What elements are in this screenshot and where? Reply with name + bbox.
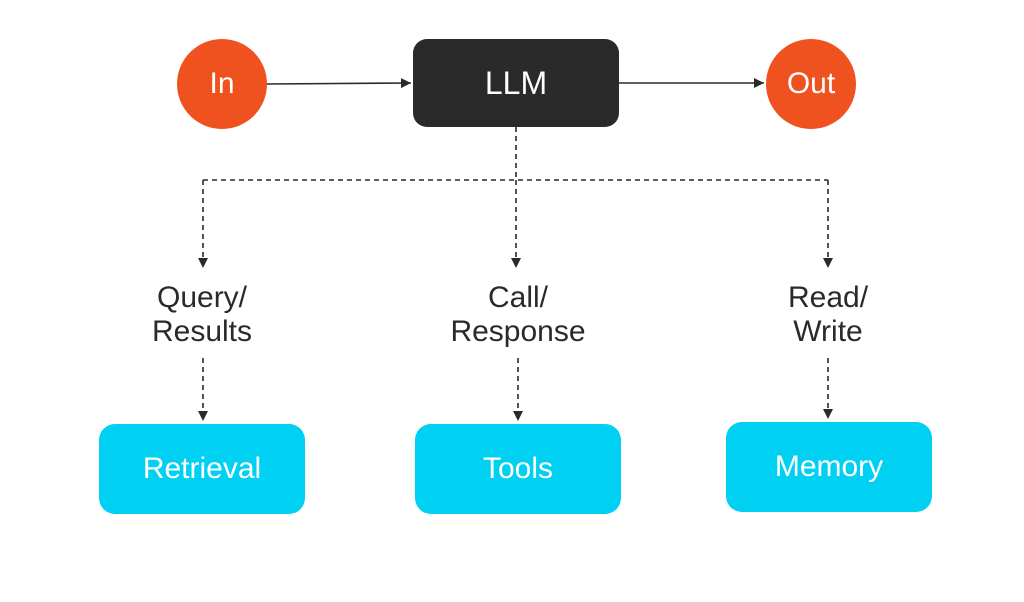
edge-in-to-llm: [266, 78, 412, 89]
call-response-label-line2: Response: [450, 315, 586, 348]
llm-node: LLM: [413, 39, 619, 127]
query-results-label-line2: Results: [151, 315, 253, 348]
query-results-label-line1: Query/: [156, 281, 248, 314]
tools-node: Tools: [415, 424, 621, 514]
in-node-label: In: [209, 67, 235, 100]
out-node: Out: [766, 39, 856, 129]
call-response-label-line1: Call/: [487, 281, 548, 314]
in-node: In: [177, 39, 267, 129]
out-node-label: Out: [786, 67, 836, 100]
retrieval-node-label: Retrieval: [142, 452, 262, 485]
tools-node-label: Tools: [482, 452, 554, 485]
llm-node-label: LLM: [484, 64, 548, 101]
call-response-label: Call/ Response: [398, 281, 638, 349]
retrieval-node: Retrieval: [99, 424, 305, 514]
read-write-label-line2: Write: [793, 315, 863, 348]
memory-node-label: Memory: [774, 450, 884, 483]
read-write-label-line1: Read/: [787, 281, 869, 314]
query-results-label: Query/ Results: [82, 281, 322, 349]
read-write-label: Read/ Write: [708, 281, 948, 349]
memory-node: Memory: [726, 422, 932, 512]
